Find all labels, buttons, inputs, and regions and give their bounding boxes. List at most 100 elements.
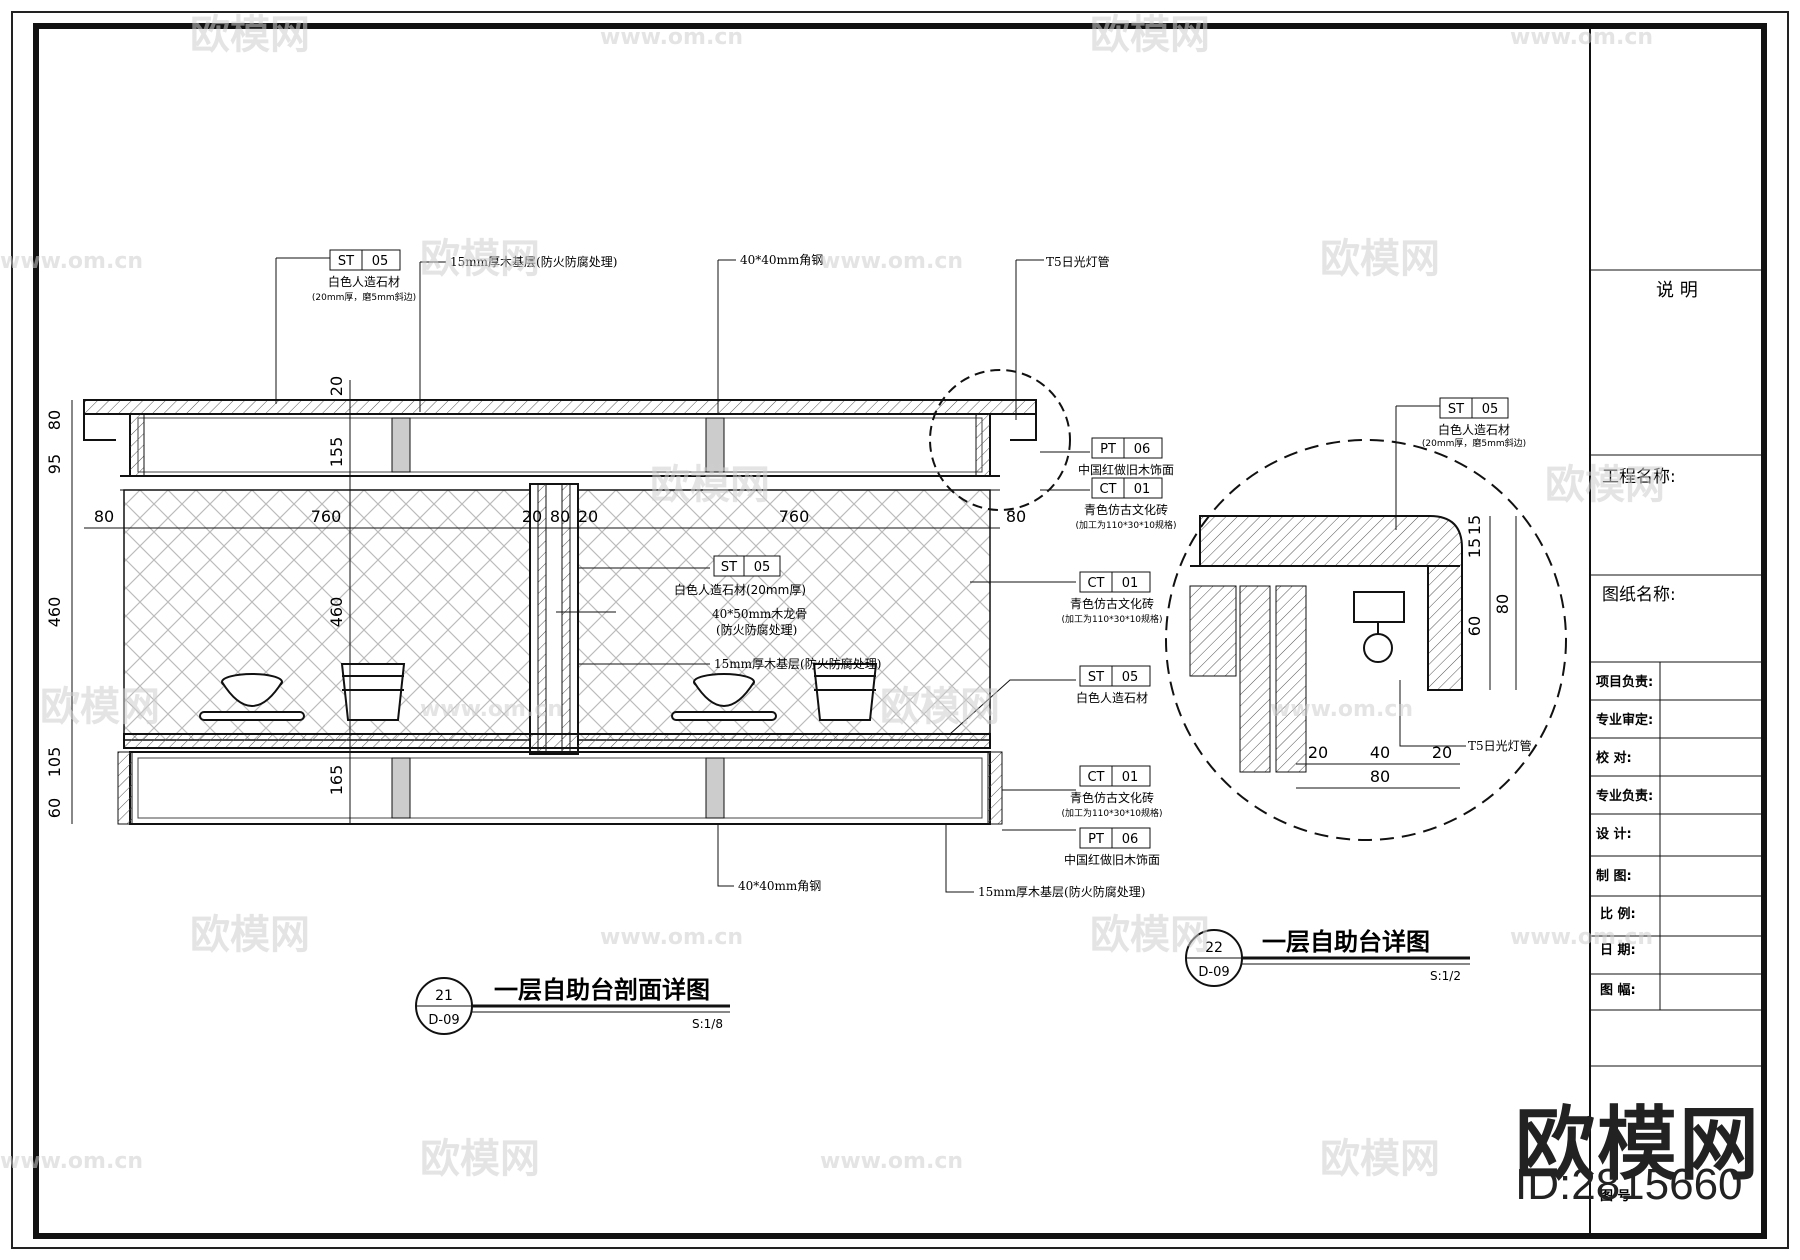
svg-text:欧模网: 欧模网 [1320,236,1440,282]
label-t5-top: T5日光灯管 [1046,254,1110,269]
svg-text:21: 21 [435,988,453,1004]
dim-detail-7: 20 [1432,743,1452,762]
dim-top-2: 760 [311,507,342,526]
scale-22: S:1/2 [1430,969,1461,983]
svg-text:中国红做旧木饰面: 中国红做旧木饰面 [1064,852,1160,867]
svg-text:欧模网: 欧模网 [40,684,160,730]
svg-text:01: 01 [1122,770,1139,785]
svg-text:01: 01 [1122,576,1139,591]
svg-text:(加工为110*30*10规格): (加工为110*30*10规格) [1075,519,1176,531]
tb-row-4: 专业负责: [1596,788,1653,804]
dim-detail-1: 15 [1465,515,1484,535]
tag-st05-detail: ST 05 白色人造石材 (20mm厚，磨5mm斜边) [1422,397,1526,449]
svg-text:PT: PT [1100,442,1116,457]
svg-text:CT: CT [1099,482,1116,497]
svg-text:白色人造石材: 白色人造石材 [1438,422,1510,437]
svg-text:白色人造石材: 白色人造石材 [1076,690,1148,705]
dim-detail-6: 40 [1370,743,1390,762]
tb-row-5: 设 计: [1596,826,1632,842]
tag-ct01-c: CT 01 青色仿古文化砖 (加工为110*30*10规格) [1061,765,1163,819]
tag-pt06-b: PT 06 中国红做旧木饰面 [1064,827,1160,867]
label-wood-base-bottom: 15mm厚木基层(防火防腐处理) [978,884,1145,899]
svg-text:ST: ST [721,560,737,575]
svg-text:PT: PT [1088,832,1104,847]
title-mark-21: 21 D-09 一层自助台剖面详图 S:1/8 [415,976,730,1035]
dim-left-4: 105 [45,747,64,778]
section-drawing-21 [71,369,1071,825]
label-keel-2: (防火防腐处理) [716,622,797,637]
svg-text:中国红做旧木饰面: 中国红做旧木饰面 [1078,462,1174,477]
title-22: 一层自助台详图 [1262,928,1430,956]
svg-text:05: 05 [1482,402,1499,417]
dim-left-3: 460 [45,597,64,628]
svg-text:(20mm厚，磨5mm斜边): (20mm厚，磨5mm斜边) [1422,437,1526,449]
tb-row-1: 项目负责: [1596,674,1653,690]
svg-text:www.om.cn: www.om.cn [600,25,743,50]
svg-text:www.om.cn: www.om.cn [1510,925,1653,950]
dim-detail-5: 20 [1308,743,1328,762]
svg-text:CT: CT [1087,770,1104,785]
svg-text:www.om.cn: www.om.cn [0,1149,143,1174]
tb-row-9: 图 幅: [1600,982,1636,998]
svg-text:www.om.cn: www.om.cn [820,249,963,274]
tag-ct01-b: CT 01 青色仿古文化砖 (加工为110*30*10规格) [1061,571,1163,625]
tag-st05-mid: ST 05 白色人造石材(20mm厚) [674,555,806,597]
label-angle-steel-bottom: 40*40mm角钢 [738,879,821,893]
scale-21: S:1/8 [692,1017,723,1031]
tb-row-2: 专业审定: [1596,712,1653,728]
tag-st05-top: ST 05 白色人造石材 (20mm厚，磨5mm斜边) [312,249,416,303]
svg-text:01: 01 [1134,482,1151,497]
svg-text:欧模网: 欧模网 [1090,912,1210,958]
svg-text:ST: ST [338,254,354,269]
svg-text:05: 05 [754,560,771,575]
tableware-right [671,663,878,721]
tb-row-7: 比 例: [1600,906,1636,922]
svg-text:青色仿古文化砖: 青色仿古文化砖 [1070,790,1154,805]
dim-detail-4: 60 [1465,616,1484,636]
tb-row-6: 制 图: [1596,868,1632,884]
outer-border [11,11,1789,1249]
svg-text:ST: ST [1088,670,1104,685]
svg-text:05: 05 [372,254,389,269]
drawing-name-label: 图纸名称: [1602,585,1676,605]
svg-text:欧模网: 欧模网 [650,462,770,508]
svg-text:欧模网: 欧模网 [1090,12,1210,58]
tag-ct01-a: CT 01 青色仿古文化砖 (加工为110*30*10规格) [1075,477,1177,531]
dim-left-1: 80 [45,410,64,430]
svg-text:(加工为110*30*10规格): (加工为110*30*10规格) [1061,807,1162,819]
label-keel-1: 40*50mm木龙骨 [712,607,807,621]
title-21: 一层自助台剖面详图 [494,976,710,1004]
svg-text:欧模网: 欧模网 [420,1136,540,1182]
svg-text:www.om.cn: www.om.cn [820,1149,963,1174]
svg-text:www.om.cn: www.om.cn [0,249,143,274]
svg-text:白色人造石材: 白色人造石材 [328,274,400,289]
tb-row-3: 校 对: [1596,750,1632,766]
dim-top-1: 80 [94,507,114,526]
svg-text:欧模网: 欧模网 [190,12,310,58]
dim-detail-3: 80 [1493,594,1512,614]
svg-text:22: 22 [1205,940,1223,956]
label-wood-base-top: 15mm厚木基层(防火防腐处理) [450,254,617,269]
svg-text:CT: CT [1087,576,1104,591]
svg-text:欧模网: 欧模网 [880,684,1000,730]
svg-text:青色仿古文化砖: 青色仿古文化砖 [1070,596,1154,611]
title-mark-22: 22 D-09 一层自助台详图 S:1/2 [1185,928,1470,987]
svg-text:欧模网: 欧模网 [190,912,310,958]
dim-detail-2: 15 [1465,538,1484,558]
svg-text:05: 05 [1122,670,1139,685]
svg-text:青色仿古文化砖: 青色仿古文化砖 [1084,502,1168,517]
dim-top-4: 80 [550,507,570,526]
svg-text:ST: ST [1448,402,1464,417]
project-name-label: 工程名称: [1602,467,1676,487]
label-angle-steel-top: 40*40mm角钢 [740,253,823,267]
sheet-no-label: 图 号 [1600,1189,1631,1204]
brand-logo-text: 欧模网 [1515,1100,1761,1189]
svg-text:欧模网: 欧模网 [1545,462,1665,508]
svg-text:www.om.cn: www.om.cn [420,697,563,722]
tag-pt06-a: PT 06 中国红做旧木饰面 [1078,437,1174,477]
svg-text:06: 06 [1122,832,1139,847]
svg-text:D-09: D-09 [1198,965,1229,980]
svg-text:(20mm厚，磨5mm斜边): (20mm厚，磨5mm斜边) [312,291,416,303]
tag-st05-low: ST 05 白色人造石材 [1076,665,1151,705]
